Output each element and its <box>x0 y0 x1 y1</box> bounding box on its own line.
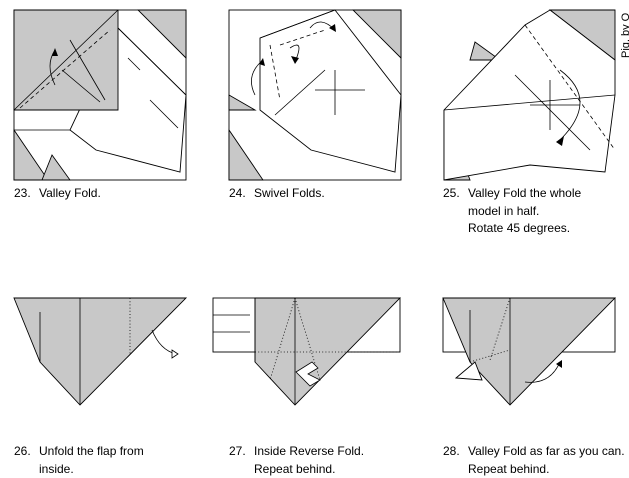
corner-flap <box>228 128 264 181</box>
fold-edge <box>443 94 616 111</box>
swivel-fold-line <box>279 29 326 46</box>
step-26-drawing <box>13 297 188 406</box>
step-number: 28. <box>443 444 460 458</box>
fold-edge <box>127 57 141 71</box>
valley-fold-line <box>524 24 616 151</box>
arrowhead <box>171 349 179 359</box>
step-number: 26. <box>14 444 31 458</box>
step-27-drawing <box>212 297 402 406</box>
corner-flap <box>351 9 402 60</box>
gray-flap <box>228 94 257 111</box>
arrowhead <box>291 56 299 64</box>
flap-edge <box>13 9 119 111</box>
step-26-diagram <box>0 290 200 410</box>
fold-edge <box>149 99 179 129</box>
step-24-diagram <box>215 0 415 185</box>
step-24-drawing <box>228 9 402 181</box>
arrowhead <box>52 48 58 56</box>
corner-flap <box>13 128 49 181</box>
push-arrow <box>295 361 321 387</box>
arrowhead <box>329 24 336 32</box>
crease <box>61 69 101 103</box>
crease <box>69 39 106 101</box>
caption-line: Valley Fold. <box>39 186 101 200</box>
caption-line: inside. <box>39 461 74 476</box>
fold-arrow <box>559 69 581 141</box>
caption-line: Repeat behind. <box>468 461 550 476</box>
step-number: 27. <box>229 444 246 458</box>
fold-edge <box>259 9 336 39</box>
step-23-diagram <box>0 0 200 185</box>
valley-fold-line <box>19 29 111 109</box>
step-28-diagram <box>430 290 629 410</box>
step-number: 25. <box>443 186 460 200</box>
step-number: 23. <box>14 186 31 200</box>
caption-line: Inside Reverse Fold. <box>254 444 365 458</box>
crease <box>274 69 326 116</box>
step-number: 24. <box>229 186 246 200</box>
step-27-diagram <box>200 290 415 410</box>
caption-line: Valley Fold the whole <box>468 186 582 200</box>
caption-line: Rotate 45 degrees. <box>468 221 571 235</box>
small-flap <box>454 361 483 381</box>
caption-line: model in half. <box>468 203 540 218</box>
step-25-diagram <box>430 0 629 185</box>
corner-flap <box>136 9 187 60</box>
hidden-edge <box>469 349 511 363</box>
step-23-drawing <box>13 9 187 181</box>
caption-line: Valley Fold as far as you can. <box>468 444 625 458</box>
swivel-fold-line <box>269 44 281 101</box>
valley-fold-line <box>489 297 511 361</box>
caption-line: Repeat behind. <box>254 461 336 476</box>
arrowhead <box>556 360 562 368</box>
caption-line: Unfold the flap from <box>39 444 144 458</box>
arrowhead <box>259 58 265 66</box>
corner-flap <box>41 154 71 181</box>
step-28-drawing <box>442 297 617 406</box>
ear-flap <box>469 41 502 61</box>
arrowhead <box>556 136 564 146</box>
caption-line: Swivel Folds. <box>254 186 325 200</box>
fold-edge <box>117 27 187 96</box>
step-25-drawing <box>443 9 616 181</box>
fold-arrow <box>524 361 561 383</box>
crease <box>514 74 591 151</box>
